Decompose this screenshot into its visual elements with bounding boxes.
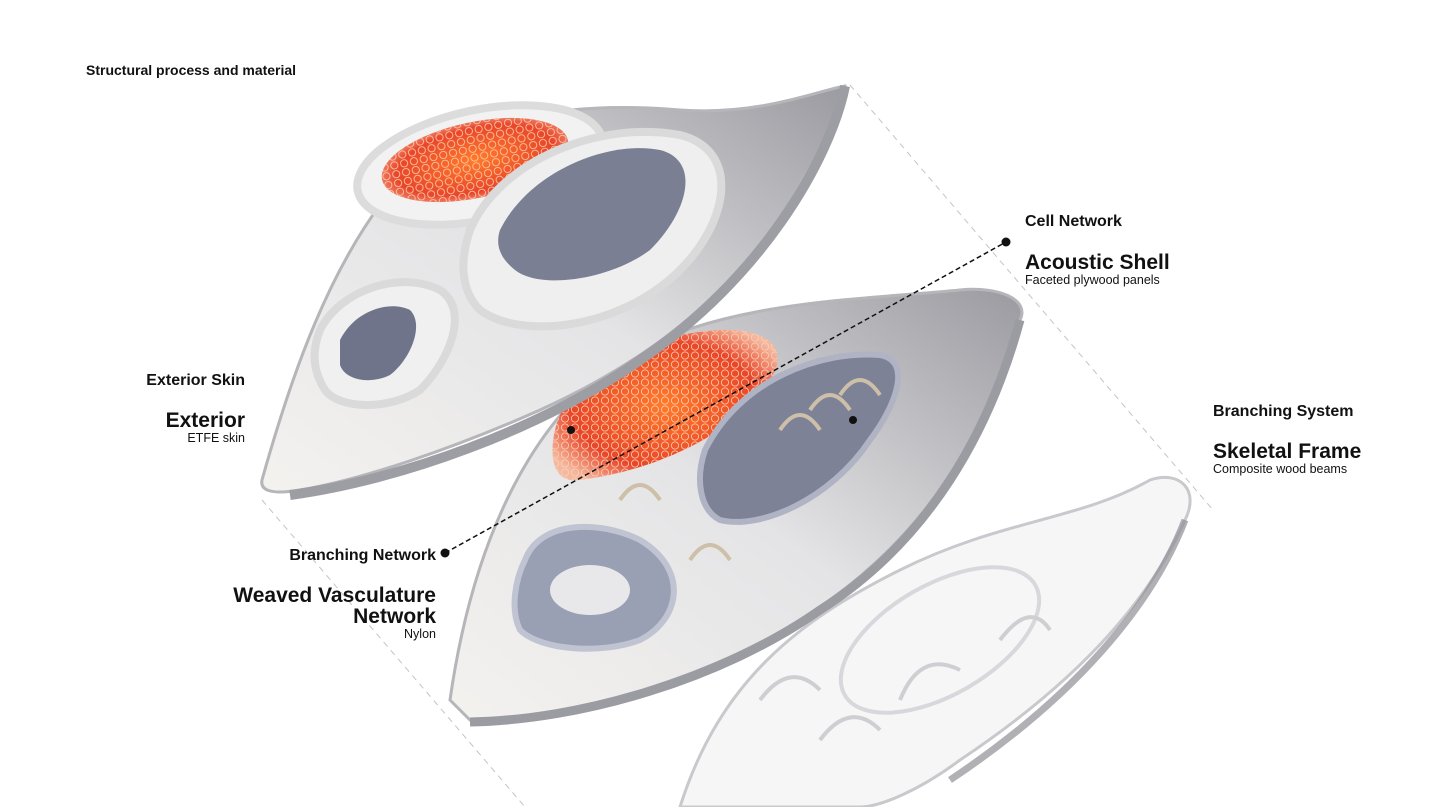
exterior-skin-layer: [260, 84, 850, 500]
layer-name: Exterior: [165, 409, 245, 432]
leader-dot-acoustic: [567, 426, 575, 434]
layer-material: Faceted plywood panels: [1025, 273, 1160, 287]
label-branching-network: Branching Network Weaved Vasculature Net…: [233, 547, 436, 641]
layer-material: ETFE skin: [187, 431, 245, 445]
diagram-title: Structural process and material: [86, 62, 297, 78]
layer-name-line1: Weaved Vasculature: [233, 584, 436, 607]
label-cell-network: Cell Network Acoustic Shell Faceted plyw…: [1025, 213, 1170, 287]
layer-name-line2: Network: [353, 605, 436, 628]
label-exterior-skin: Exterior Skin Exterior ETFE skin: [146, 372, 245, 445]
skeletal-frame-layer: [678, 475, 1192, 807]
category-label: Cell Network: [1025, 213, 1122, 230]
leader-dot-cell-network: [1001, 237, 1011, 247]
guide-line-right: [849, 84, 1214, 511]
layer-name: Skeletal Frame: [1213, 440, 1362, 463]
label-branching-system: Branching System Skeletal Frame Composit…: [1213, 403, 1361, 476]
vasculature-shell-right: [697, 351, 902, 525]
layer-name: Acoustic Shell: [1025, 251, 1170, 274]
guide-line-left: [261, 499, 526, 807]
leader-dot-vasculature: [849, 416, 857, 424]
leader-line: [444, 241, 1007, 554]
layer-material: Composite wood beams: [1213, 462, 1348, 476]
category-label: Branching System: [1213, 403, 1354, 420]
leader-dot-branching-network: [440, 548, 450, 558]
category-label: Exterior Skin: [146, 372, 245, 389]
layer-material: Nylon: [404, 627, 436, 641]
category-label: Branching Network: [289, 547, 436, 564]
